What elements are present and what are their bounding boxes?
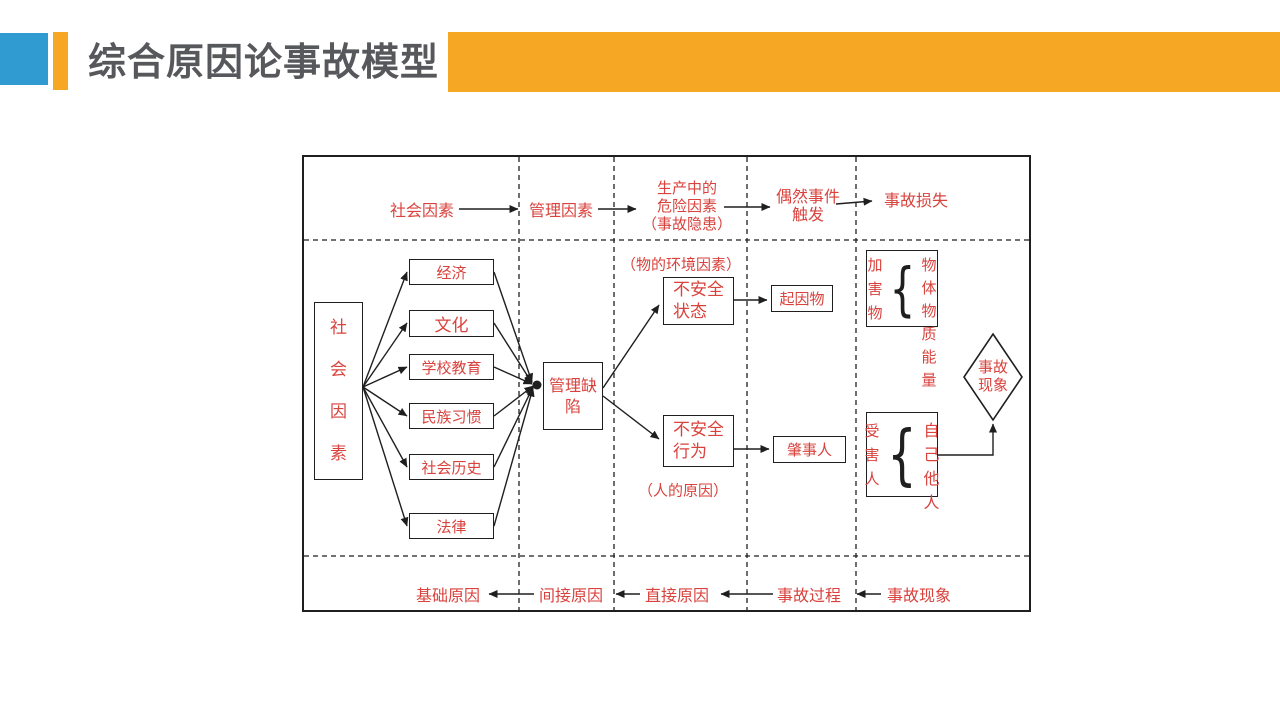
node-management-factors: 管理因素 (528, 201, 594, 220)
label-direct-cause: 直接原因 (644, 586, 710, 605)
box-social-factors: 社会因素 (314, 302, 363, 480)
label-accident-process: 事故过程 (776, 586, 842, 605)
box-law: 法律 (409, 513, 494, 539)
connector-lines-layer (304, 157, 1033, 614)
brace-icon: { (886, 415, 917, 493)
label-accident-phenomenon: 事故现象 (886, 586, 952, 605)
decor-orange-stripe (53, 32, 68, 90)
convergence-dot (532, 380, 542, 390)
node-social-factors-top: 社会因素 (389, 201, 455, 220)
box-unsafe-state: 不安全 状态 (663, 277, 734, 325)
brace-icon: { (889, 254, 915, 323)
box-social-history: 社会历史 (409, 454, 494, 480)
box-harming-object: 加害物 { 物体 物质 能量 (866, 250, 938, 389)
node-production-hazards: 生产中的 危险因素 （事故隐患） (641, 179, 733, 233)
label-human-cause: （人的原因） (637, 481, 729, 500)
node-random-event-trigger: 偶然事件 触发 (775, 187, 841, 224)
box-ethnic-customs: 民族习惯 (409, 403, 494, 429)
slide-title: 综合原因论事故模型 (88, 40, 440, 84)
box-perpetrator: 肇事人 (773, 436, 846, 463)
label-indirect-cause: 间接原因 (538, 586, 604, 605)
decor-orange-bar (448, 32, 1280, 92)
diamond-accident-phenomenon-label: 事故 现象 (977, 358, 1009, 394)
box-unsafe-act: 不安全 行为 (663, 415, 734, 467)
label-basic-cause: 基础原因 (415, 586, 481, 605)
decor-blue-square (0, 33, 48, 85)
box-management-defect: 管理缺 陷 (543, 362, 603, 430)
node-accident-loss: 事故损失 (883, 191, 949, 210)
box-economy: 经济 (409, 259, 494, 285)
accident-phenomenon-diamond (963, 332, 1023, 422)
box-victim: 受害人 { 自己 他人 (864, 412, 940, 512)
box-culture: 文化 (409, 310, 494, 337)
box-school-education: 学校教育 (409, 354, 494, 380)
box-cause-object: 起因物 (771, 285, 833, 312)
label-thing-environment: （物的环境因素） (620, 255, 742, 274)
accident-model-diagram: 社会因素 管理因素 生产中的 危险因素 （事故隐患） 偶然事件 触发 事故损失 … (302, 155, 1033, 614)
